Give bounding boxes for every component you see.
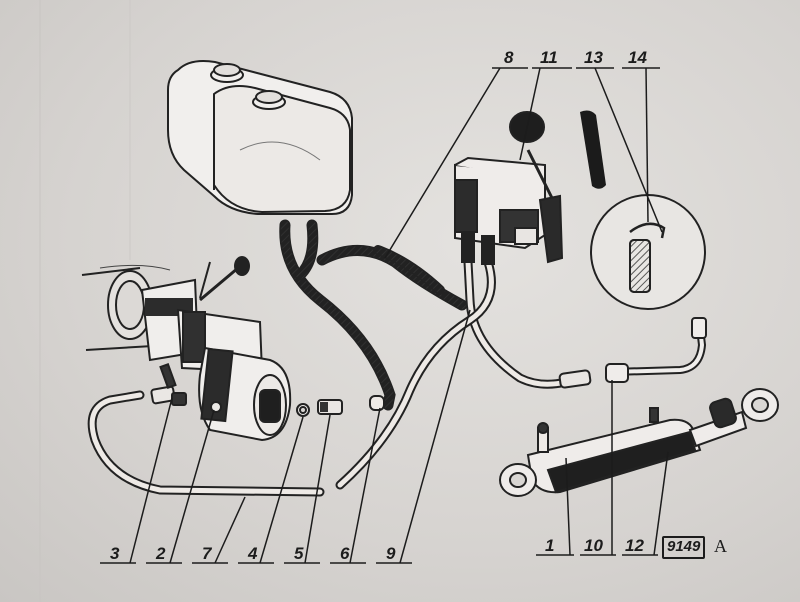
part-label-8: 8: [504, 48, 514, 67]
part-label-11: 11: [540, 48, 558, 67]
part-label-14: 14: [628, 48, 647, 67]
pump-fittings: [150, 363, 385, 417]
seal-strip: [580, 110, 606, 189]
part-label-10: 10: [584, 536, 603, 555]
part-label-7: 7: [202, 544, 212, 563]
pump-assembly: [81, 256, 292, 442]
detail-circle: [590, 194, 706, 310]
part-label-3: 3: [110, 544, 120, 563]
leader-lines: [100, 67, 669, 564]
part-label-4: 4: [248, 544, 258, 563]
part-label-1: 1: [545, 536, 555, 555]
figure-number-box: 9149: [662, 536, 706, 559]
part-label-9: 9: [386, 544, 396, 563]
control-valve: [454, 111, 564, 265]
part-label-2: 2: [156, 544, 166, 563]
oil-tank: [167, 60, 353, 216]
part-label-5: 5: [294, 544, 304, 563]
hydraulic-cylinder: [499, 317, 779, 497]
figure-suffix: A: [714, 536, 727, 556]
part-label-6: 6: [340, 544, 350, 563]
hoses: [87, 219, 592, 497]
part-label-13: 13: [584, 48, 603, 67]
part-label-12: 12: [625, 536, 644, 555]
